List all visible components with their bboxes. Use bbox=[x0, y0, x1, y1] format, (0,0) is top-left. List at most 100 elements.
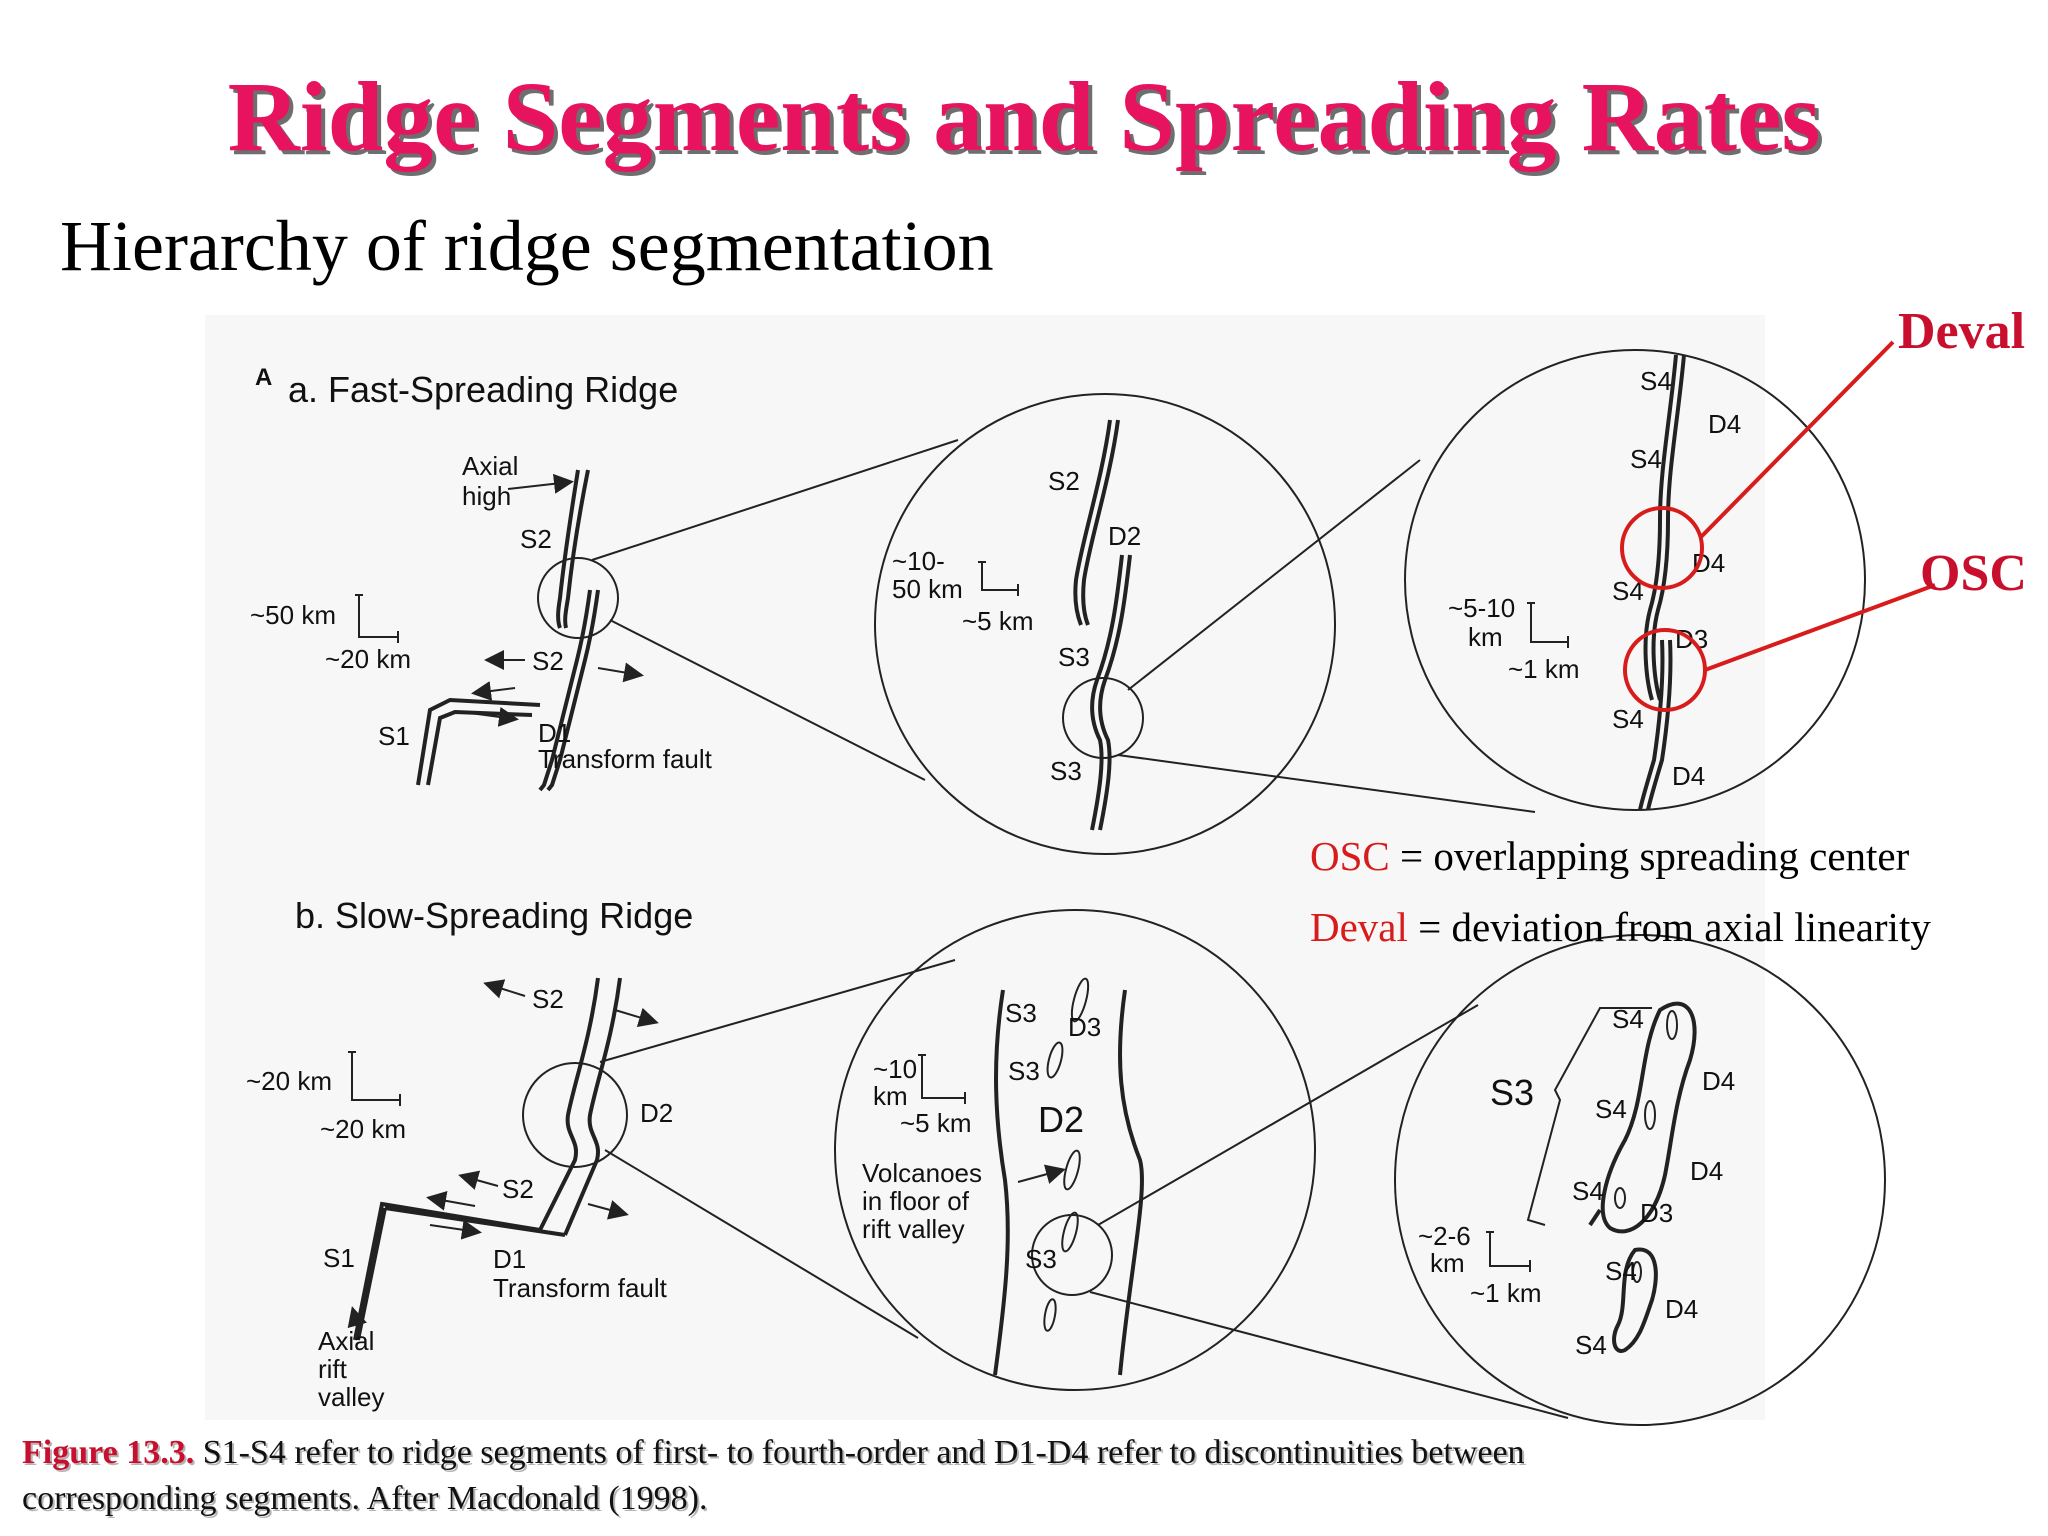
slow-z2-scale-h: ~1 km bbox=[1470, 1278, 1542, 1308]
legend-deval: Deval = deviation from axial linearity bbox=[1310, 903, 1931, 951]
red-callouts bbox=[1620, 340, 1936, 712]
fast-transform-arrow-left bbox=[471, 681, 516, 701]
fast-z2-scale-bar bbox=[1527, 602, 1569, 648]
fast-zoom-marker-1 bbox=[537, 557, 619, 639]
caption-text-2: corresponding segments. After Macdonald … bbox=[22, 1480, 708, 1517]
slow-z1-volc-2: in floor of bbox=[862, 1186, 970, 1216]
fast-z1-s3-lower: S3 bbox=[1050, 756, 1082, 786]
z2-vent-2 bbox=[1644, 1100, 1656, 1130]
slow-label-transform-fault: Transform fault bbox=[493, 1273, 668, 1303]
slow-zoom-marker-2 bbox=[1031, 1214, 1113, 1296]
fast-ridge-header: a. Fast-Spreading Ridge bbox=[288, 369, 678, 410]
fast-zoom-marker-2 bbox=[1062, 677, 1144, 759]
slow-mid-arrow-right bbox=[587, 1200, 629, 1220]
fast-label-s2-mid: S2 bbox=[532, 646, 564, 676]
slow-z1-d2: D2 bbox=[1038, 1099, 1084, 1140]
fast-z2-d4-c: D4 bbox=[1672, 761, 1705, 791]
slow-z1-scale-v1: ~10 bbox=[873, 1054, 917, 1084]
slow-z1-scale-v2: km bbox=[873, 1081, 908, 1111]
slow-mid-arrow-left bbox=[458, 1170, 499, 1190]
slow-z1-d3: D3 bbox=[1068, 1012, 1101, 1042]
slow-z2-s3: S3 bbox=[1490, 1072, 1534, 1113]
slow-z2-d4-c: D4 bbox=[1665, 1294, 1698, 1324]
fast-z1-scale-bar bbox=[978, 561, 1019, 596]
slow-zoom-marker-1 bbox=[522, 1062, 628, 1168]
slow-zoom-connectors-1 bbox=[599, 959, 956, 1339]
legend-osc-def: = overlapping spreading center bbox=[1389, 833, 1910, 879]
fast-zoom2-ridges bbox=[1638, 354, 1686, 811]
slow-ridge-header: b. Slow-Spreading Ridge bbox=[295, 895, 693, 936]
slow-label-d1: D1 bbox=[493, 1244, 526, 1274]
fast-label-s1: S1 bbox=[378, 721, 410, 751]
figure-caption: Figure 13.3. S1-S4 refer to ridge segmen… bbox=[22, 1430, 2012, 1522]
slow-z1-volc-1: Volcanoes bbox=[862, 1158, 982, 1188]
slow-axial-3: valley bbox=[318, 1382, 384, 1412]
fast-z1-s2: S2 bbox=[1048, 466, 1080, 496]
slow-z2-s4-b: S4 bbox=[1595, 1094, 1627, 1124]
fast-label-transform-fault: Transform fault bbox=[538, 744, 713, 774]
slow-transform-arrow-right bbox=[429, 1219, 482, 1240]
slide-subtitle: Hierarchy of ridge segmentation bbox=[60, 206, 994, 286]
z1-volcano-2 bbox=[1046, 1041, 1064, 1079]
slow-scale-bar bbox=[348, 1051, 401, 1106]
slow-zoom2-features bbox=[1588, 1001, 1697, 1353]
slow-z2-d4-a: D4 bbox=[1702, 1066, 1735, 1096]
fast-spread-arrow-right bbox=[597, 662, 644, 683]
fast-z2-scale-v2: km bbox=[1468, 622, 1503, 652]
caption-label: Figure 13.3. bbox=[22, 1434, 195, 1471]
slow-label-s1: S1 bbox=[323, 1243, 355, 1273]
z1-volcano-5 bbox=[1043, 1298, 1057, 1332]
slow-scale-v: ~20 km bbox=[246, 1066, 332, 1096]
deval-callout-label: Deval bbox=[1898, 303, 2025, 360]
legend-deval-def: = deviation from axial linearity bbox=[1407, 904, 1931, 950]
slow-label-s2-mid: S2 bbox=[502, 1174, 534, 1204]
z1-volcano-1 bbox=[1070, 977, 1090, 1023]
fast-zoom-connectors-1 bbox=[591, 439, 959, 781]
fast-transform-arrow-right bbox=[469, 706, 519, 727]
fast-z2-s4-d: S4 bbox=[1612, 704, 1644, 734]
slow-transform-arrow-left bbox=[426, 1190, 476, 1211]
slow-zoom-circle-1 bbox=[834, 909, 1316, 1391]
fast-scale-h: ~20 km bbox=[325, 644, 411, 674]
slow-z1-scale-h: ~5 km bbox=[900, 1108, 972, 1138]
slow-axial-2: rift bbox=[318, 1354, 348, 1384]
slow-spread-arrow-right bbox=[614, 1007, 659, 1027]
fast-scale-v: ~50 km bbox=[250, 600, 336, 630]
slow-spread-arrow-left bbox=[483, 979, 526, 999]
fast-z1-d2: D2 bbox=[1108, 521, 1141, 551]
fast-z1-s3-upper: S3 bbox=[1058, 642, 1090, 672]
fast-ridge-map bbox=[416, 469, 600, 792]
slow-zoom-circle-2 bbox=[1394, 934, 1886, 1426]
axial-rift-arrow bbox=[347, 1306, 367, 1336]
slow-zoom1-walls bbox=[993, 989, 1144, 1376]
slow-z2-scale-bar bbox=[1486, 1231, 1531, 1272]
slow-z1-s3-b: S3 bbox=[1008, 1056, 1040, 1086]
z1-volcano-4 bbox=[1061, 1211, 1079, 1253]
fast-label-s2-top: S2 bbox=[520, 524, 552, 554]
fast-label-d1: D1 bbox=[538, 718, 571, 748]
legend-osc: OSC = overlapping spreading center bbox=[1310, 832, 1909, 880]
slow-label-d2: D2 bbox=[640, 1098, 673, 1128]
caption-text-1: S1-S4 refer to ridge segments of first- … bbox=[194, 1434, 1525, 1471]
z2-vent-1 bbox=[1666, 1010, 1678, 1040]
fast-zoom-connectors-2 bbox=[1117, 459, 1536, 813]
z2-vent-4 bbox=[1632, 1261, 1642, 1283]
slow-z1-s3-a: S3 bbox=[1005, 998, 1037, 1028]
s3-bracket bbox=[1526, 1007, 1652, 1226]
fast-z2-s4-b: S4 bbox=[1630, 444, 1662, 474]
z1-volcano-3 bbox=[1063, 1149, 1081, 1191]
slow-label-s2-top: S2 bbox=[532, 984, 564, 1014]
fast-axial-high-1: Axial bbox=[462, 451, 518, 481]
z2-vent-3 bbox=[1614, 1187, 1626, 1209]
slow-z1-volc-3: rift valley bbox=[862, 1214, 965, 1244]
legend-osc-term: OSC bbox=[1310, 833, 1390, 879]
fast-zoom-circle-1 bbox=[874, 393, 1336, 855]
fast-zoom-circle-2 bbox=[1404, 349, 1866, 811]
fast-axial-high-2: high bbox=[462, 481, 511, 511]
fast-z2-d4-a: D4 bbox=[1708, 409, 1741, 439]
fast-zoom1-ridges bbox=[1073, 419, 1132, 831]
axial-high-arrow bbox=[507, 473, 574, 494]
slow-zoom-connectors-2 bbox=[1089, 1004, 1569, 1419]
fast-z2-scale-h: ~1 km bbox=[1508, 654, 1580, 684]
